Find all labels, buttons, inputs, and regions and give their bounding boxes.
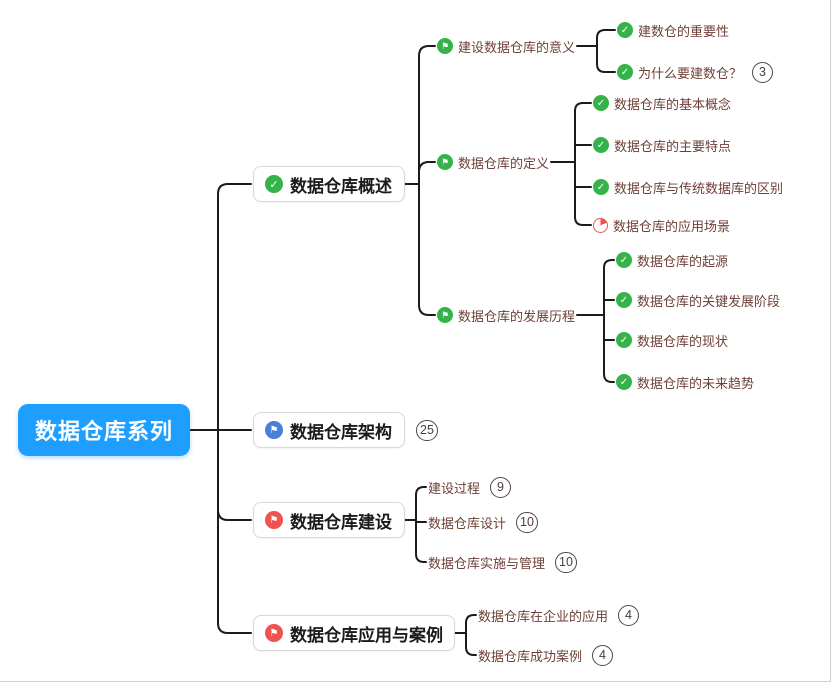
- child-significance[interactable]: ⚑ 建设数据仓库的意义: [437, 35, 577, 57]
- child-warehouse-design[interactable]: 数据仓库设计 10: [428, 511, 538, 533]
- collapsed-count-badge[interactable]: 10: [555, 551, 577, 573]
- check-icon: ✓: [616, 374, 632, 390]
- collapsed-count-badge[interactable]: 25: [416, 419, 438, 441]
- check-icon: ✓: [616, 332, 632, 348]
- flag-icon: ⚑: [437, 154, 453, 170]
- leaf-future-trends-label: 数据仓库的未来趋势: [637, 375, 755, 391]
- check-icon: ✓: [265, 175, 283, 193]
- child-construction-process-label: 建设过程: [428, 480, 481, 496]
- child-definition-label: 数据仓库的定义: [458, 155, 550, 171]
- flag-icon: ⚑: [265, 421, 283, 439]
- collapsed-count-badge[interactable]: 4: [618, 604, 640, 626]
- leaf-key-stages-label: 数据仓库的关键发展阶段: [637, 293, 781, 309]
- child-history-label: 数据仓库的发展历程: [458, 308, 576, 324]
- flag-icon: ⚑: [437, 38, 453, 54]
- branch-architecture-row: ⚑ 数据仓库架构 25: [253, 412, 438, 448]
- leaf-main-features-label: 数据仓库的主要特点: [614, 138, 732, 154]
- child-definition[interactable]: ⚑ 数据仓库的定义: [437, 151, 551, 173]
- flag-icon: ⚑: [265, 624, 283, 642]
- leaf-application-scenarios[interactable]: 数据仓库的应用场景: [593, 214, 730, 236]
- leaf-why-build[interactable]: ✓ 为什么要建数仓？ 3: [617, 61, 774, 83]
- leaf-importance-label: 建数仓的重要性: [638, 23, 730, 39]
- child-implementation-management[interactable]: 数据仓库实施与管理 10: [428, 551, 577, 573]
- collapsed-count-badge[interactable]: 4: [592, 644, 614, 666]
- pie-progress-icon: [593, 217, 608, 233]
- check-icon: ✓: [616, 292, 632, 308]
- leaf-main-features[interactable]: ✓ 数据仓库的主要特点: [593, 134, 731, 156]
- root-label: 数据仓库系列: [34, 419, 173, 444]
- leaf-key-stages[interactable]: ✓ 数据仓库的关键发展阶段: [616, 289, 780, 311]
- root-node[interactable]: 数据仓库系列: [18, 404, 190, 456]
- collapsed-count-badge[interactable]: 3: [752, 61, 774, 83]
- child-history[interactable]: ⚑ 数据仓库的发展历程: [437, 304, 577, 326]
- leaf-current-status-label: 数据仓库的现状: [637, 333, 729, 349]
- leaf-current-status[interactable]: ✓ 数据仓库的现状: [616, 329, 728, 351]
- child-success-cases-label: 数据仓库成功案例: [478, 648, 583, 664]
- child-implementation-management-label: 数据仓库实施与管理: [428, 555, 546, 571]
- flag-icon: ⚑: [265, 511, 283, 529]
- branch-architecture-label: 数据仓库架构: [290, 422, 392, 442]
- check-icon: ✓: [593, 137, 609, 153]
- child-construction-process[interactable]: 建设过程 9: [428, 476, 512, 498]
- leaf-vs-traditional-db[interactable]: ✓ 数据仓库与传统数据库的区别: [593, 176, 783, 198]
- branch-overview[interactable]: ✓ 数据仓库概述: [253, 166, 405, 202]
- branch-overview-label: 数据仓库概述: [290, 176, 392, 196]
- leaf-vs-traditional-db-label: 数据仓库与传统数据库的区别: [614, 180, 784, 196]
- branch-application-cases-label: 数据仓库应用与案例: [290, 625, 443, 645]
- check-icon: ✓: [616, 252, 632, 268]
- check-icon: ✓: [617, 22, 633, 38]
- leaf-application-scenarios-label: 数据仓库的应用场景: [613, 218, 731, 234]
- child-significance-label: 建设数据仓库的意义: [458, 39, 576, 55]
- leaf-basic-concepts-label: 数据仓库的基本概念: [614, 96, 732, 112]
- check-icon: ✓: [593, 95, 609, 111]
- leaf-basic-concepts[interactable]: ✓ 数据仓库的基本概念: [593, 92, 731, 114]
- leaf-future-trends[interactable]: ✓ 数据仓库的未来趋势: [616, 371, 754, 393]
- child-enterprise-application[interactable]: 数据仓库在企业的应用 4: [478, 604, 640, 626]
- flag-icon: ⚑: [437, 307, 453, 323]
- child-enterprise-application-label: 数据仓库在企业的应用: [478, 608, 609, 624]
- leaf-why-build-label: 为什么要建数仓？: [638, 65, 743, 81]
- check-icon: ✓: [617, 64, 633, 80]
- leaf-importance[interactable]: ✓ 建数仓的重要性: [617, 19, 729, 41]
- child-warehouse-design-label: 数据仓库设计: [428, 515, 507, 531]
- collapsed-count-badge[interactable]: 10: [516, 511, 538, 533]
- child-success-cases[interactable]: 数据仓库成功案例 4: [478, 644, 614, 666]
- branch-construction[interactable]: ⚑ 数据仓库建设: [253, 502, 405, 538]
- branch-construction-label: 数据仓库建设: [290, 512, 392, 532]
- collapsed-count-badge[interactable]: 9: [490, 476, 512, 498]
- branch-architecture[interactable]: ⚑ 数据仓库架构: [253, 412, 405, 448]
- leaf-origin-label: 数据仓库的起源: [637, 253, 729, 269]
- branch-application-cases[interactable]: ⚑ 数据仓库应用与案例: [253, 615, 455, 651]
- leaf-origin[interactable]: ✓ 数据仓库的起源: [616, 249, 728, 271]
- check-icon: ✓: [593, 179, 609, 195]
